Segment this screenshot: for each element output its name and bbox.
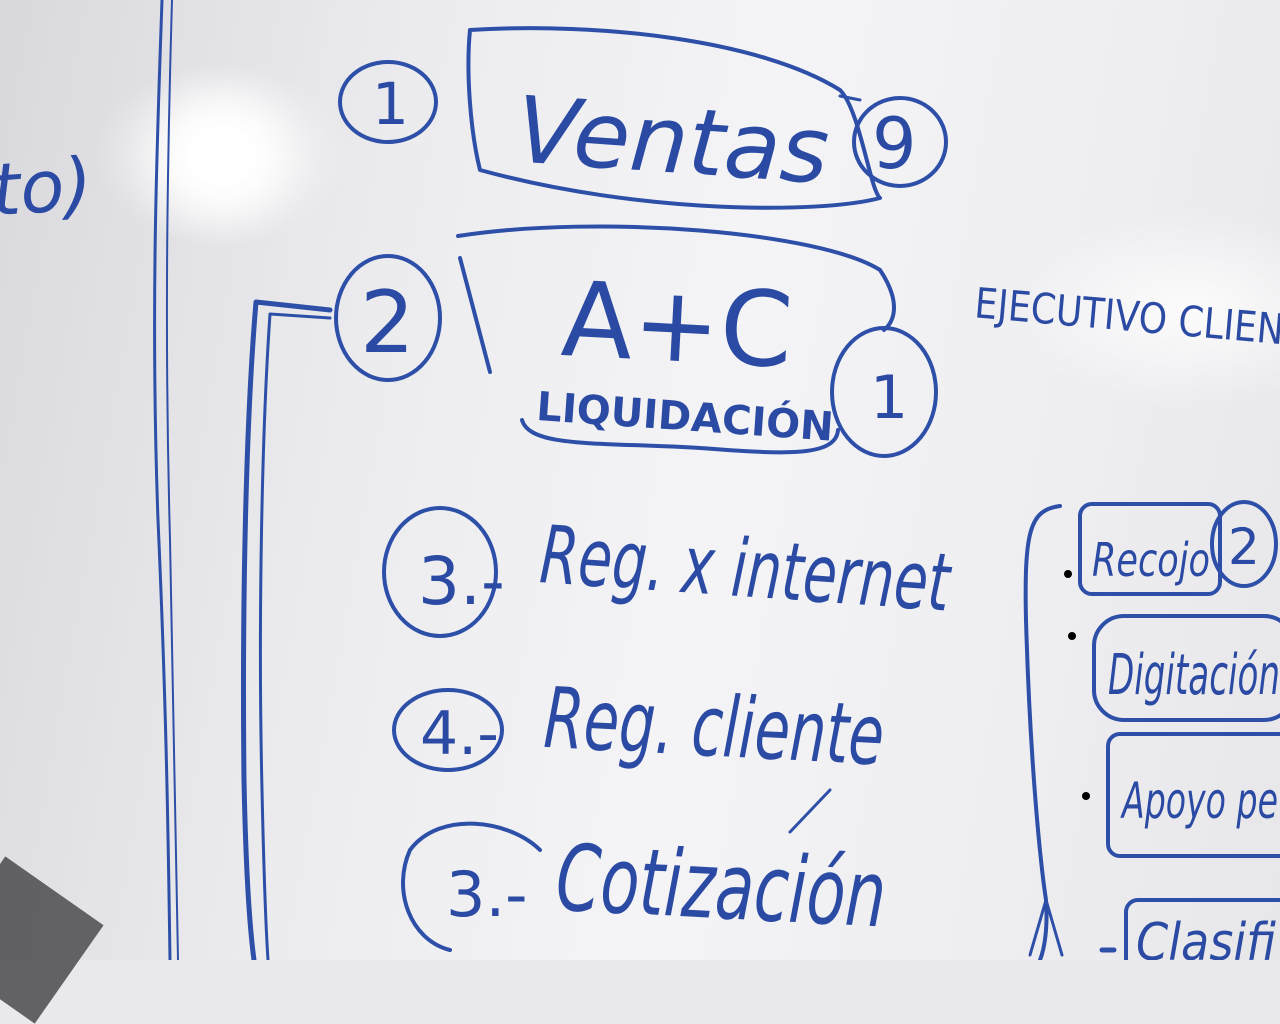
item-4-number-circle: [392, 688, 504, 772]
light-glare: [188, 126, 254, 186]
item-3-number-circle: [382, 506, 498, 638]
item-4-label: Reg. cliente: [542, 669, 887, 785]
item-1-box: [466, 26, 882, 210]
item-5-number-circle: [401, 821, 542, 952]
bracket-line: [241, 299, 333, 960]
subtask-4-label: Clasifi: [1136, 913, 1276, 960]
item-1-count: 9: [872, 103, 917, 185]
item-5-number: 3.-: [446, 858, 528, 931]
item-1-count-circle: [852, 96, 948, 188]
item-2-box-left: [458, 256, 492, 374]
subtask-2-box: [1092, 614, 1280, 722]
item-3-number: 3.-: [418, 543, 505, 620]
vertical-divider-line: [153, 0, 172, 960]
subtask-4-box: [1124, 898, 1280, 960]
item-2-number-circle: [334, 254, 442, 382]
item-1-connector: [838, 94, 862, 102]
subtasks-bracket: [1023, 504, 1062, 960]
subtask-1-count: 2: [1228, 518, 1260, 576]
item-3-label: Reg. x internet: [537, 508, 954, 629]
subtasks-bracket-arrow: [1028, 898, 1064, 957]
item-4-number: 4.-: [420, 699, 499, 769]
item-2-label: A+C: [559, 258, 796, 392]
subtask-1-label: Recojo: [1092, 533, 1210, 587]
subtask-3-box: [1106, 732, 1280, 858]
item-2-box: [456, 224, 896, 332]
item-5-label: Cotización: [554, 824, 889, 948]
bracket-line-2: [258, 312, 332, 960]
item-2-number: 2: [360, 273, 415, 373]
subtask-2-label: Digitación: [1108, 643, 1280, 708]
left-fragment-text: to): [0, 141, 95, 232]
item-1-number: 1: [372, 70, 409, 138]
item-1-number-circle: [338, 60, 438, 144]
side-note: EJECUTIVO CLIEN: [973, 278, 1280, 354]
subtask-1-box: [1078, 502, 1222, 596]
vertical-divider-line-2: [165, 0, 179, 960]
item-5-accent: [788, 788, 832, 834]
subtask-3-label: Apoyo pe: [1120, 772, 1278, 830]
subtask-2-bullet: [1068, 632, 1076, 640]
item-2-sublabel-underline: [520, 418, 840, 455]
item-1-label: Ventas: [513, 76, 833, 205]
item-2-count: 1: [870, 363, 908, 433]
subtask-3-bullet: [1082, 792, 1090, 800]
item-2-count-circle: [830, 326, 938, 458]
whiteboard-drawing: to) 1 Ventas 9 2 A+C LIQUIDACIÓN 1 EJECU…: [0, 0, 1280, 960]
subtask-1-bullet: [1064, 570, 1072, 578]
subtask-1-count-circle: [1210, 500, 1278, 588]
